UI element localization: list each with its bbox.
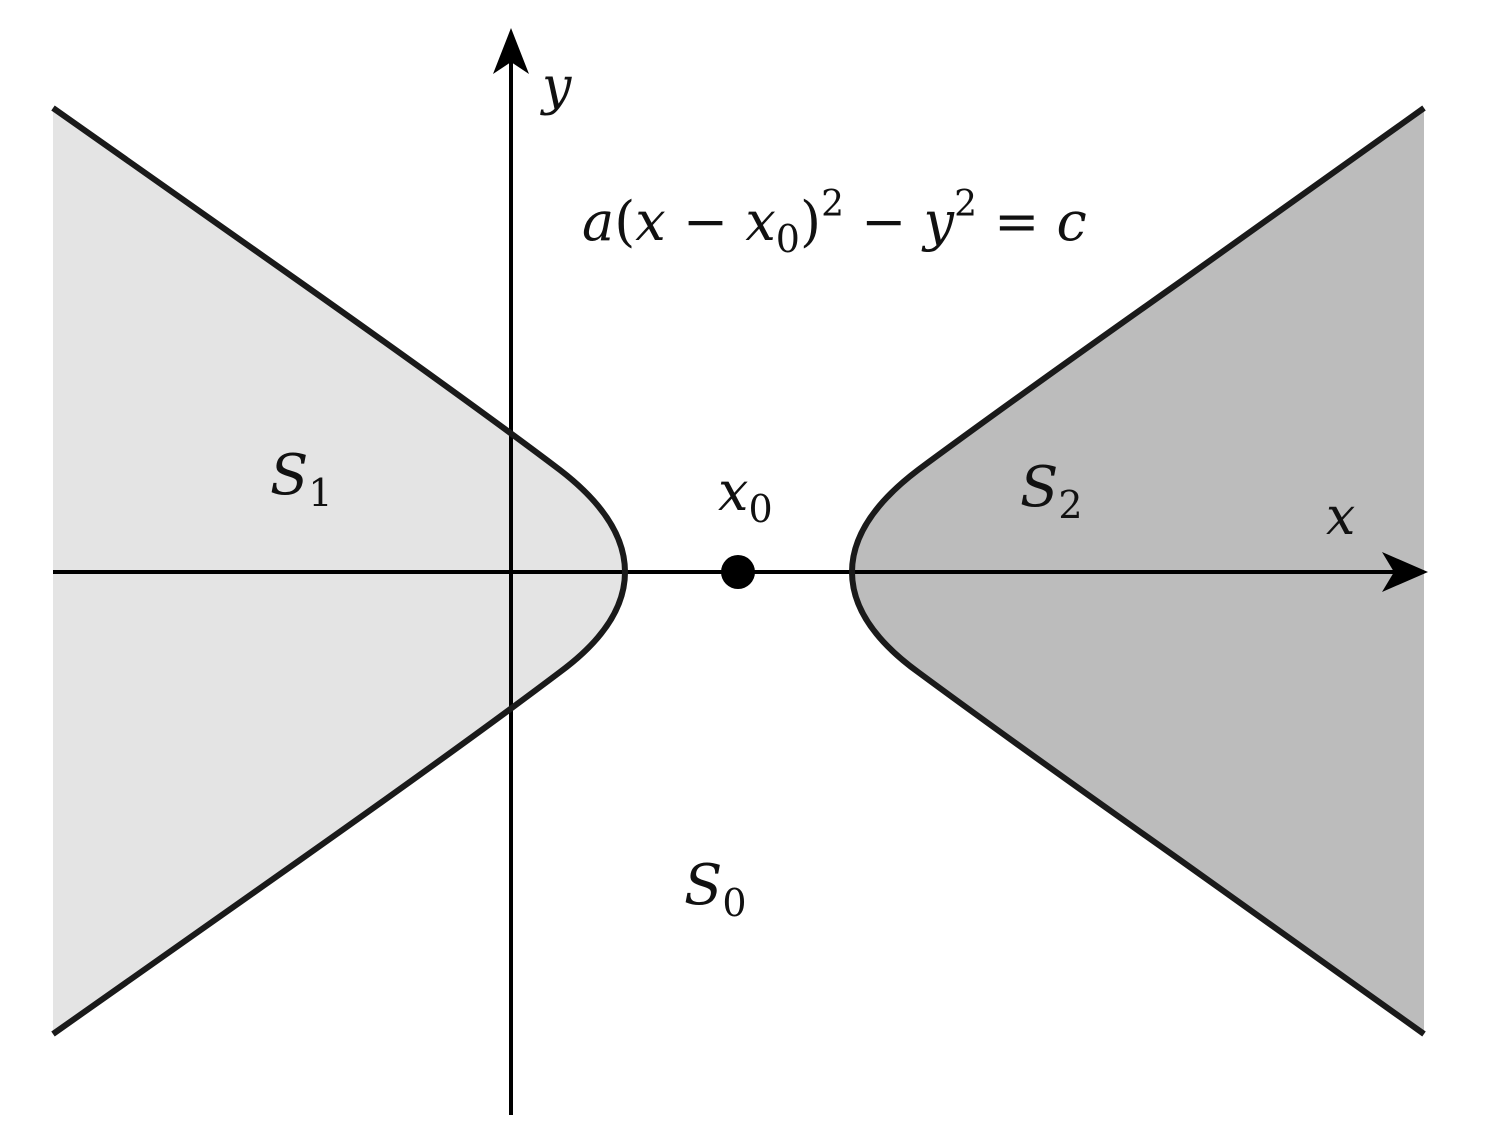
- region-s2-label: S2: [1020, 455, 1083, 527]
- region-s1-label: S1: [270, 443, 333, 515]
- right-hyperbola-branch: [849, 105, 1426, 1037]
- left-hyperbola-branch: [51, 105, 628, 1037]
- y-axis-label: y: [540, 57, 572, 117]
- center-point-label: x0: [718, 460, 773, 531]
- region-s0-label: S0: [684, 853, 747, 925]
- filled-dot-icon: [721, 555, 755, 589]
- arrowhead-right-icon: [1382, 552, 1428, 592]
- equation-label: a(x − x0)2 − y2 = c: [582, 184, 1087, 261]
- x-axis-label: x: [1326, 487, 1355, 547]
- arrowhead-up-icon: [493, 28, 529, 74]
